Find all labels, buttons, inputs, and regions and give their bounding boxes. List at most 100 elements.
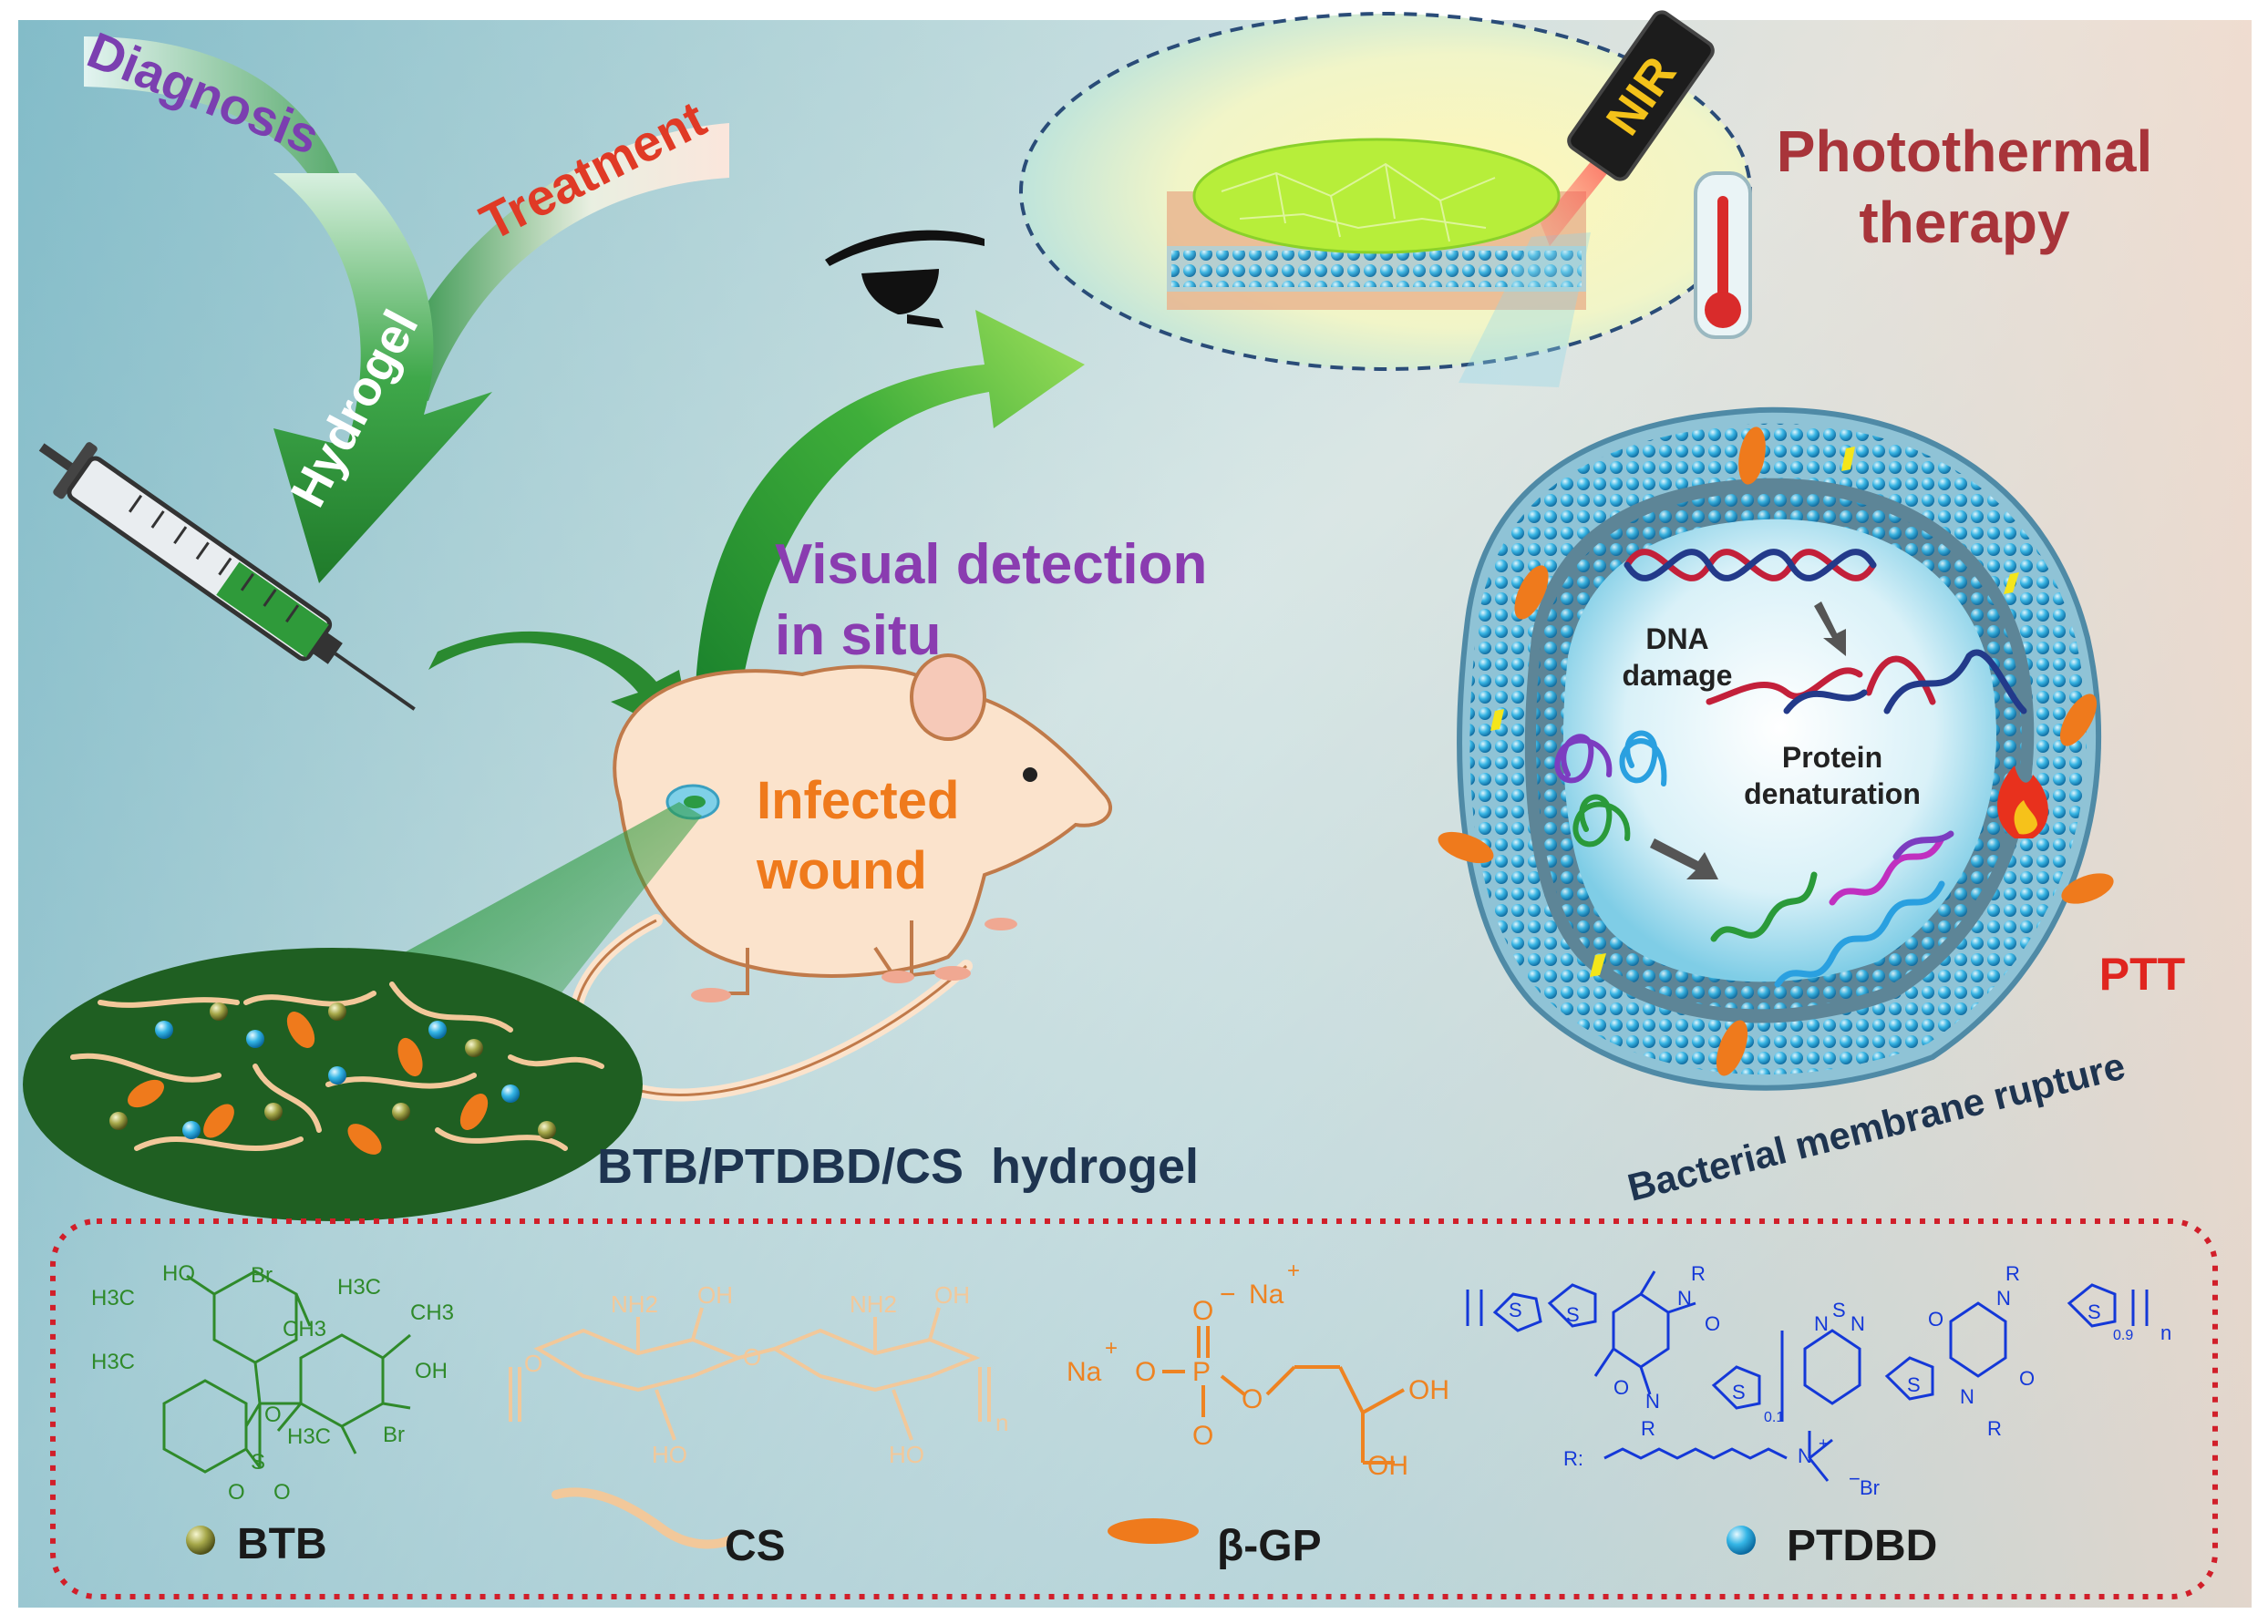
bacterium-illustration (1438, 406, 2114, 1091)
svg-text:OH: OH (697, 1281, 733, 1309)
treatment-band (383, 123, 729, 401)
svg-text:NH2: NH2 (850, 1290, 897, 1318)
svg-text:R:: R: (1563, 1447, 1583, 1470)
svg-text:Na: Na (1249, 1280, 1284, 1310)
svg-text:HO: HO (162, 1261, 195, 1286)
legend-frame (50, 1218, 2218, 1599)
thermometer-icon (1694, 171, 1752, 339)
nir-device (1569, 12, 1713, 180)
svg-text:R: R (1987, 1417, 2002, 1440)
hydrogel-zoom-ellipse (23, 948, 643, 1221)
protein-arrow (1650, 838, 1718, 879)
svg-text:+: + (1287, 1259, 1300, 1283)
flame-icon (1997, 766, 2048, 838)
svg-text:O: O (524, 1350, 542, 1377)
svg-text:S: S (1566, 1303, 1580, 1326)
btb-legend-label: BTB (237, 1520, 327, 1568)
svg-text:CH3: CH3 (283, 1317, 326, 1341)
svg-text:P: P (1192, 1357, 1211, 1387)
dna-damage-label-2: damage (1623, 659, 1733, 692)
infected-wound-subtitle: wound (756, 841, 927, 900)
visual-detection-subtitle: in situ (775, 604, 942, 667)
hydrogel-arrow-body (273, 173, 492, 583)
btb-atom-labels: HO Br H3C H3C CH3 H3C CH3 OH H3C Br O S … (91, 1261, 454, 1505)
dna-damaged (1706, 649, 2027, 714)
svg-text:O: O (2019, 1367, 2035, 1390)
svg-text:−: − (1849, 1467, 1861, 1490)
bgp-legend-label: β-GP (1217, 1522, 1322, 1570)
svg-text:O: O (1192, 1421, 1213, 1451)
svg-text:O: O (1928, 1308, 1943, 1331)
svg-text:O: O (1135, 1357, 1156, 1387)
svg-text:H3C: H3C (337, 1275, 381, 1300)
svg-text:O: O (273, 1480, 291, 1505)
svg-text:n: n (995, 1409, 1008, 1436)
svg-text:+: + (1819, 1434, 1829, 1453)
svg-text:−: − (1220, 1280, 1236, 1310)
mouse-body (613, 664, 1112, 978)
svg-text:N: N (1850, 1312, 1865, 1335)
hydrogel-arrow (84, 36, 729, 583)
svg-text:OH: OH (415, 1359, 448, 1383)
svg-text:N: N (1960, 1385, 1974, 1408)
svg-text:R: R (1641, 1417, 1655, 1440)
svg-text:R: R (1691, 1262, 1706, 1285)
svg-text:S: S (1832, 1299, 1846, 1321)
svg-text:CH3: CH3 (410, 1300, 454, 1325)
btb-legend-ball (186, 1526, 215, 1555)
protein-label-2: denaturation (1744, 777, 1921, 810)
mouse-eye (1023, 767, 1037, 782)
svg-text:Br: Br (251, 1263, 273, 1288)
svg-text:O: O (1242, 1384, 1263, 1414)
svg-text:+: + (1105, 1336, 1118, 1361)
ptdbd-structure (1466, 1270, 2149, 1482)
svg-text:S: S (1732, 1381, 1746, 1403)
svg-text:n: n (2160, 1321, 2171, 1344)
svg-text:O: O (1613, 1376, 1629, 1399)
cs-structure (509, 1307, 991, 1441)
legend-btb: BTB (186, 1520, 327, 1568)
dna-arrow (1814, 601, 1846, 656)
cs-atom-labels: O NH2 OH HO O NH2 OH HO n (524, 1281, 1008, 1468)
legend-bgp: β-GP (1108, 1518, 1322, 1570)
mouse-ear (910, 653, 986, 741)
svg-text:S: S (2088, 1300, 2101, 1323)
svg-text:H3C: H3C (287, 1424, 331, 1449)
svg-text:R: R (2005, 1262, 2020, 1285)
svg-text:N: N (1996, 1287, 2011, 1310)
photothermal-subtitle: therapy (1859, 190, 2070, 255)
legend-ptdbd: PTDBD (1727, 1522, 1937, 1570)
photothermal-ellipse (1019, 12, 1752, 387)
visual-detection-title: Visual detection (775, 533, 1207, 596)
hydrogel-name-label: BTB/PTDBD/CS hydrogel (597, 1139, 1199, 1194)
diagnosis-band (84, 36, 357, 246)
ptdbd-atom-labels: S S N R O O N R S 0.1 N S N S O N R O N … (1509, 1262, 2171, 1499)
svg-text:OH: OH (1367, 1451, 1408, 1481)
protein-denatured (1710, 830, 1954, 988)
svg-text:OH: OH (934, 1281, 970, 1309)
svg-text:O: O (228, 1480, 245, 1505)
mouse-feet (691, 918, 1017, 1002)
dna-damage-label: DNA (1645, 622, 1708, 655)
legend-cs: CS (725, 1522, 786, 1570)
btb-structure (162, 1269, 411, 1474)
svg-text:Na: Na (1067, 1357, 1102, 1387)
svg-text:OH: OH (1408, 1375, 1449, 1405)
svg-text:Br: Br (383, 1423, 405, 1447)
dna-intact (1624, 549, 1877, 581)
svg-text:S: S (1509, 1299, 1522, 1321)
svg-text:N: N (1645, 1390, 1660, 1413)
svg-text:Br: Br (1860, 1476, 1880, 1499)
bgp-structure (1162, 1326, 1405, 1465)
bgp-legend-ellipse (1108, 1518, 1199, 1544)
cs-legend-label: CS (725, 1522, 786, 1570)
ptt-label: PTT (2099, 949, 2185, 1000)
infected-wound-title: Infected (757, 771, 959, 830)
svg-text:N: N (1798, 1444, 1812, 1467)
injection-arrow (428, 631, 693, 743)
svg-text:O: O (1705, 1312, 1720, 1335)
eye-icon (825, 230, 985, 328)
protein-label: Protein (1782, 741, 1882, 774)
svg-text:N: N (1677, 1287, 1692, 1310)
